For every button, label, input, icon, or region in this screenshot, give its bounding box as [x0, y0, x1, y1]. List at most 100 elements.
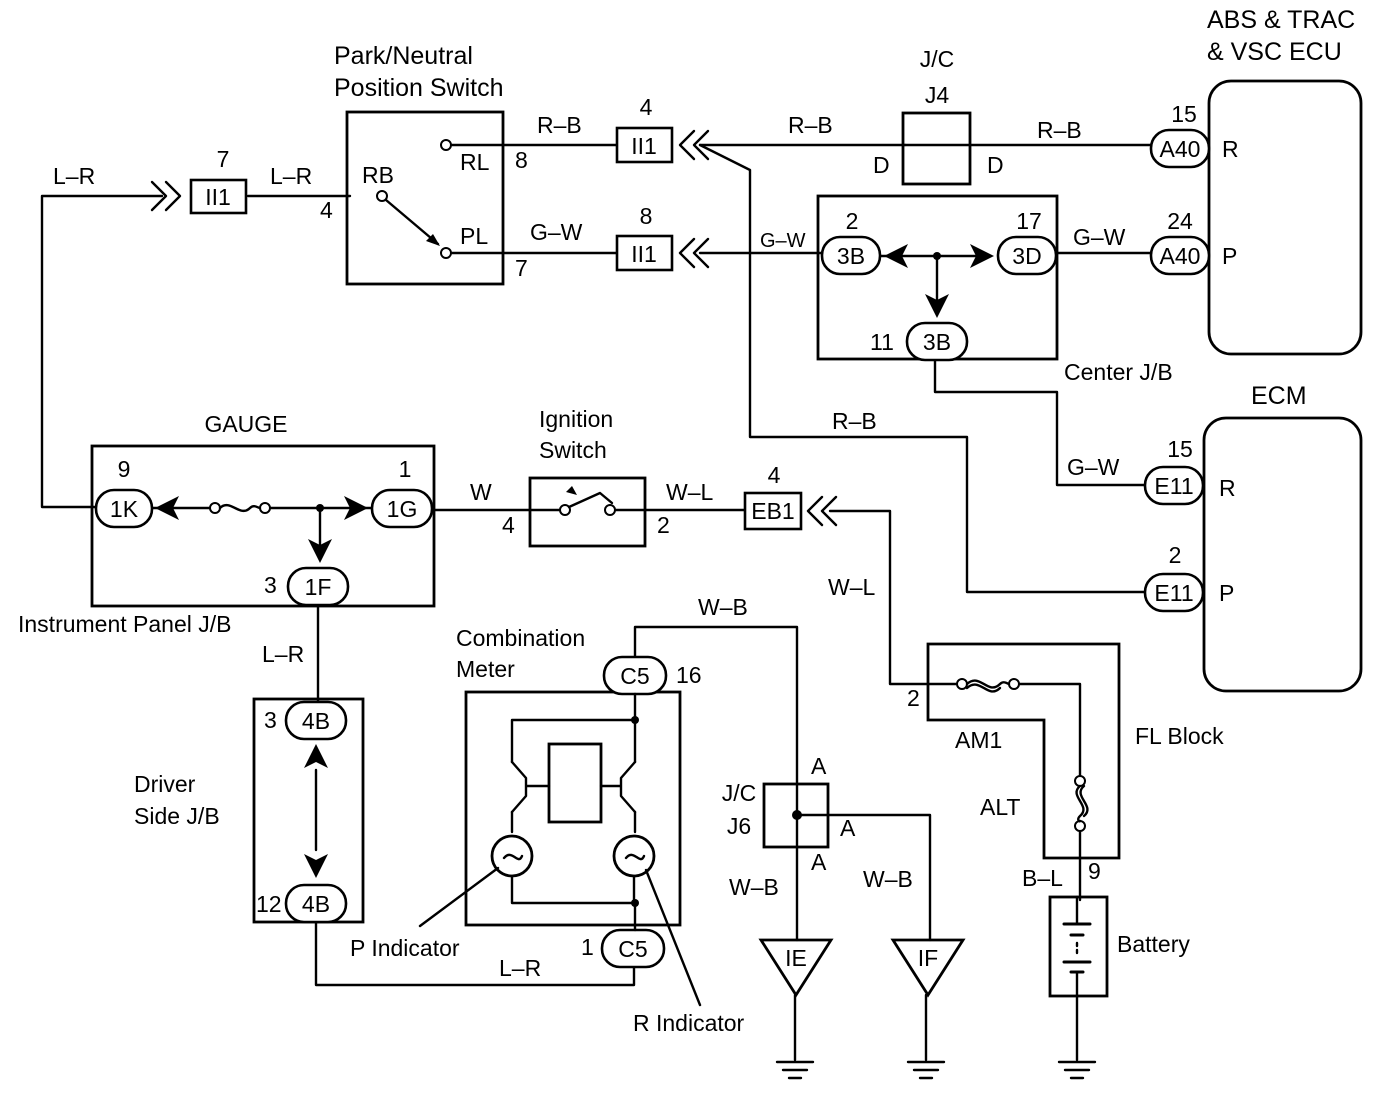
wire-text-gw-1: G–W — [530, 219, 583, 245]
component-boxes — [90, 79, 1363, 998]
pin-ii1-a: 7 — [217, 146, 230, 172]
wire-fl-top — [1016, 682, 1082, 780]
p-lamp-filament — [502, 853, 524, 861]
j6-junction-dot — [792, 810, 802, 820]
conn-text-a40-r: A40 — [1160, 136, 1201, 162]
conn-text-3b-b: 3B — [923, 329, 951, 355]
pnp-arrow-icon — [426, 234, 440, 246]
djb-label-1: Driver — [134, 771, 196, 797]
pnp-switch-arm — [384, 198, 440, 246]
pin-pnp-pl: 7 — [515, 255, 528, 281]
alt-terminal-t — [1074, 775, 1086, 787]
conn-text-4b-b: 4B — [302, 891, 330, 917]
wire-text-wb-2: W–B — [729, 874, 779, 900]
chevron-ii1-a-icon — [150, 180, 182, 212]
pnp-rl-terminal — [440, 139, 452, 151]
gauge-fuse-icon — [218, 503, 262, 513]
connector-3b-a — [820, 235, 882, 276]
pin-1f: 3 — [264, 572, 277, 598]
jc-j6-label: J6 — [727, 813, 751, 839]
am1-terminal-l — [956, 678, 968, 690]
wire-text-wl-1: W–L — [666, 479, 714, 505]
wires — [40, 143, 1155, 1062]
connectors — [94, 126, 1211, 969]
pnp-label-2: Position Switch — [334, 74, 504, 102]
center-jb-label: Center J/B — [1064, 359, 1173, 385]
conn-text-e11-r: E11 — [1154, 473, 1193, 499]
wire-text-lr-3: L–R — [262, 641, 304, 667]
wire-gw-ecm — [933, 358, 1149, 487]
ecm-label: ECM — [1251, 382, 1307, 410]
gauge-fuse-r — [259, 502, 271, 514]
gauge-fuse-l — [209, 502, 221, 514]
conn-text-ii1-b: II1 — [631, 133, 657, 159]
pin-3b-a: 2 — [846, 208, 859, 234]
connector-eb1 — [743, 491, 803, 531]
p-indicator-label: P Indicator — [350, 935, 460, 961]
combination-meter-internals — [418, 692, 702, 1007]
gauge-label: GAUGE — [204, 411, 287, 437]
am1-fuse-icon — [965, 679, 1011, 693]
meter-transistor-l — [510, 760, 551, 814]
connector-1f — [286, 566, 350, 607]
junction-cjb-dot — [933, 252, 941, 260]
conn-text-3b-a: 3B — [837, 243, 865, 269]
ground-batt-icon — [1057, 1060, 1097, 1080]
jc-j4-label: J4 — [925, 82, 950, 108]
pin-pnp-rl: 8 — [515, 147, 528, 173]
am1-terminal-r — [1008, 678, 1020, 690]
pin-c5-a: 16 — [676, 662, 702, 688]
term-pl: PL — [460, 223, 488, 249]
wire-text-w: W — [470, 479, 492, 505]
connector-ii1-c — [615, 234, 674, 272]
component-labels: ABS & TRAC & VSC ECU ECM Park/Neutral Po… — [18, 6, 1355, 1036]
alt-fuse-icon — [1075, 784, 1089, 823]
term-ecm-r: R — [1219, 475, 1236, 501]
r-indicator-label: R Indicator — [633, 1010, 745, 1036]
jc-j4-box — [901, 111, 972, 186]
abs-ecu-label-1: ABS & TRAC — [1207, 6, 1355, 34]
ignition-label-1: Ignition — [539, 406, 613, 432]
connector-e11-p — [1143, 572, 1205, 613]
meter-transistor-r — [599, 760, 637, 814]
pin-4b-b: 12 — [256, 891, 282, 917]
meter-dot-top — [631, 716, 639, 724]
conn-text-4b-a: 4B — [302, 708, 330, 734]
conn-text-if: IF — [918, 945, 938, 971]
junction-arrows — [155, 244, 994, 878]
connector-e11-r — [1143, 465, 1205, 506]
wire-wl-fl — [828, 509, 960, 686]
connector-3d — [996, 235, 1058, 276]
conn-text-e11-p: E11 — [1154, 580, 1193, 606]
wire-text-wb-3: W–B — [863, 866, 913, 892]
combination-meter-box — [464, 690, 682, 927]
conn-text-1g: 1G — [387, 496, 418, 522]
wire-lr-left — [40, 194, 164, 509]
meter-wire-bottom — [510, 874, 637, 932]
pnp-label-1: Park/Neutral — [334, 42, 473, 70]
arrow-4b-b-icon — [304, 854, 328, 878]
arrow-1g-icon — [344, 496, 368, 520]
meter-ic-box — [547, 742, 603, 824]
term-abs-r: R — [1222, 136, 1239, 162]
chevron-ii1-c-icon — [678, 237, 710, 269]
pin-c5-b: 1 — [581, 934, 594, 960]
arrow-1k-icon — [155, 496, 179, 520]
fl-block-label: FL Block — [1135, 723, 1224, 749]
pin-a40-r: 15 — [1171, 101, 1197, 127]
wire-text-wl-2: W–L — [828, 574, 876, 600]
connector-a40-r — [1149, 128, 1211, 169]
pin-ii1-b: 4 — [640, 94, 653, 120]
pin-e11-r: 15 — [1167, 436, 1193, 462]
term-rl: RL — [460, 149, 490, 175]
term-abs-p: P — [1222, 243, 1237, 269]
pin-pnp-rb: 4 — [320, 197, 333, 223]
jc-j4-label-top: J/C — [920, 46, 955, 72]
conn-text-c5-a: C5 — [620, 663, 649, 689]
ign-switch-arm — [567, 491, 614, 509]
p-indicator-leader — [418, 866, 500, 928]
term-j6-a2: A — [840, 815, 856, 841]
wire-text-gw-4: G–W — [1067, 454, 1120, 480]
conn-text-ie: IE — [785, 945, 807, 971]
